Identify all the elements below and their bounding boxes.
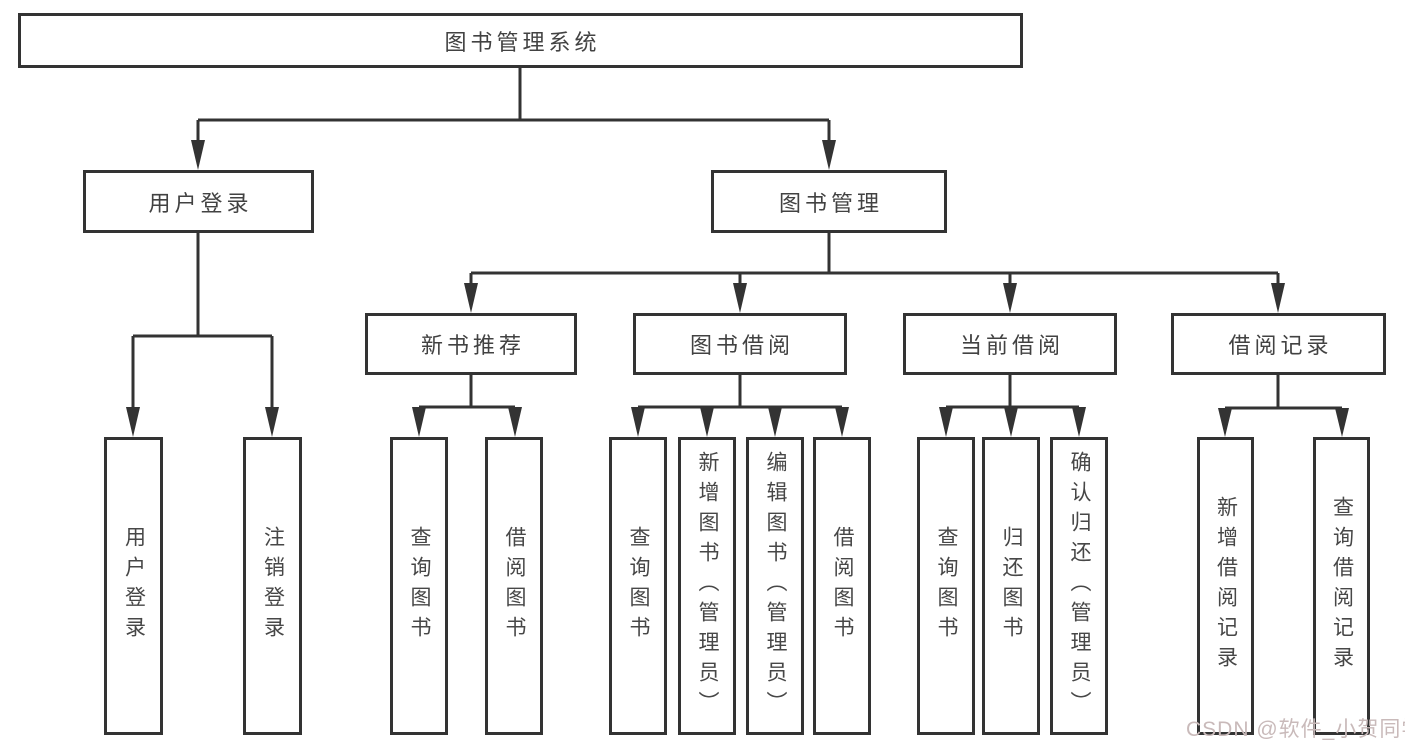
- leaf-borrowing-query-books: 查询图书: [609, 437, 667, 735]
- node-current-borrowing: 当前借阅: [903, 313, 1117, 375]
- node-user-login-branch: 用户登录: [83, 170, 314, 233]
- node-book-borrowing: 图书借阅: [633, 313, 847, 375]
- watermark: CSDN @软件_小贺同学: [1186, 718, 1405, 741]
- leaf-recommend-borrow-books: 借阅图书: [485, 437, 543, 735]
- leaf-borrowing-borrow-books: 借阅图书: [813, 437, 871, 735]
- leaf-recommend-query-books: 查询图书: [390, 437, 448, 735]
- node-new-book-recommend: 新书推荐: [365, 313, 577, 375]
- node-book-management: 图书管理: [711, 170, 947, 233]
- node-borrowing-records: 借阅记录: [1171, 313, 1386, 375]
- leaf-user-login: 用户登录: [104, 437, 163, 735]
- leaf-return-books: 归还图书: [982, 437, 1040, 735]
- leaf-logout: 注销登录: [243, 437, 302, 735]
- node-root: 图书管理系统: [18, 13, 1023, 68]
- leaf-query-borrow-record: 查询借阅记录: [1313, 437, 1370, 735]
- leaf-current-query-books: 查询图书: [917, 437, 975, 735]
- leaf-edit-books-admin: 编辑图书（管理员）: [746, 437, 804, 735]
- leaf-add-borrow-record: 新增借阅记录: [1197, 437, 1254, 735]
- leaf-confirm-return-admin: 确认归还（管理员）: [1050, 437, 1108, 735]
- leaf-add-books-admin: 新增图书（管理员）: [678, 437, 736, 735]
